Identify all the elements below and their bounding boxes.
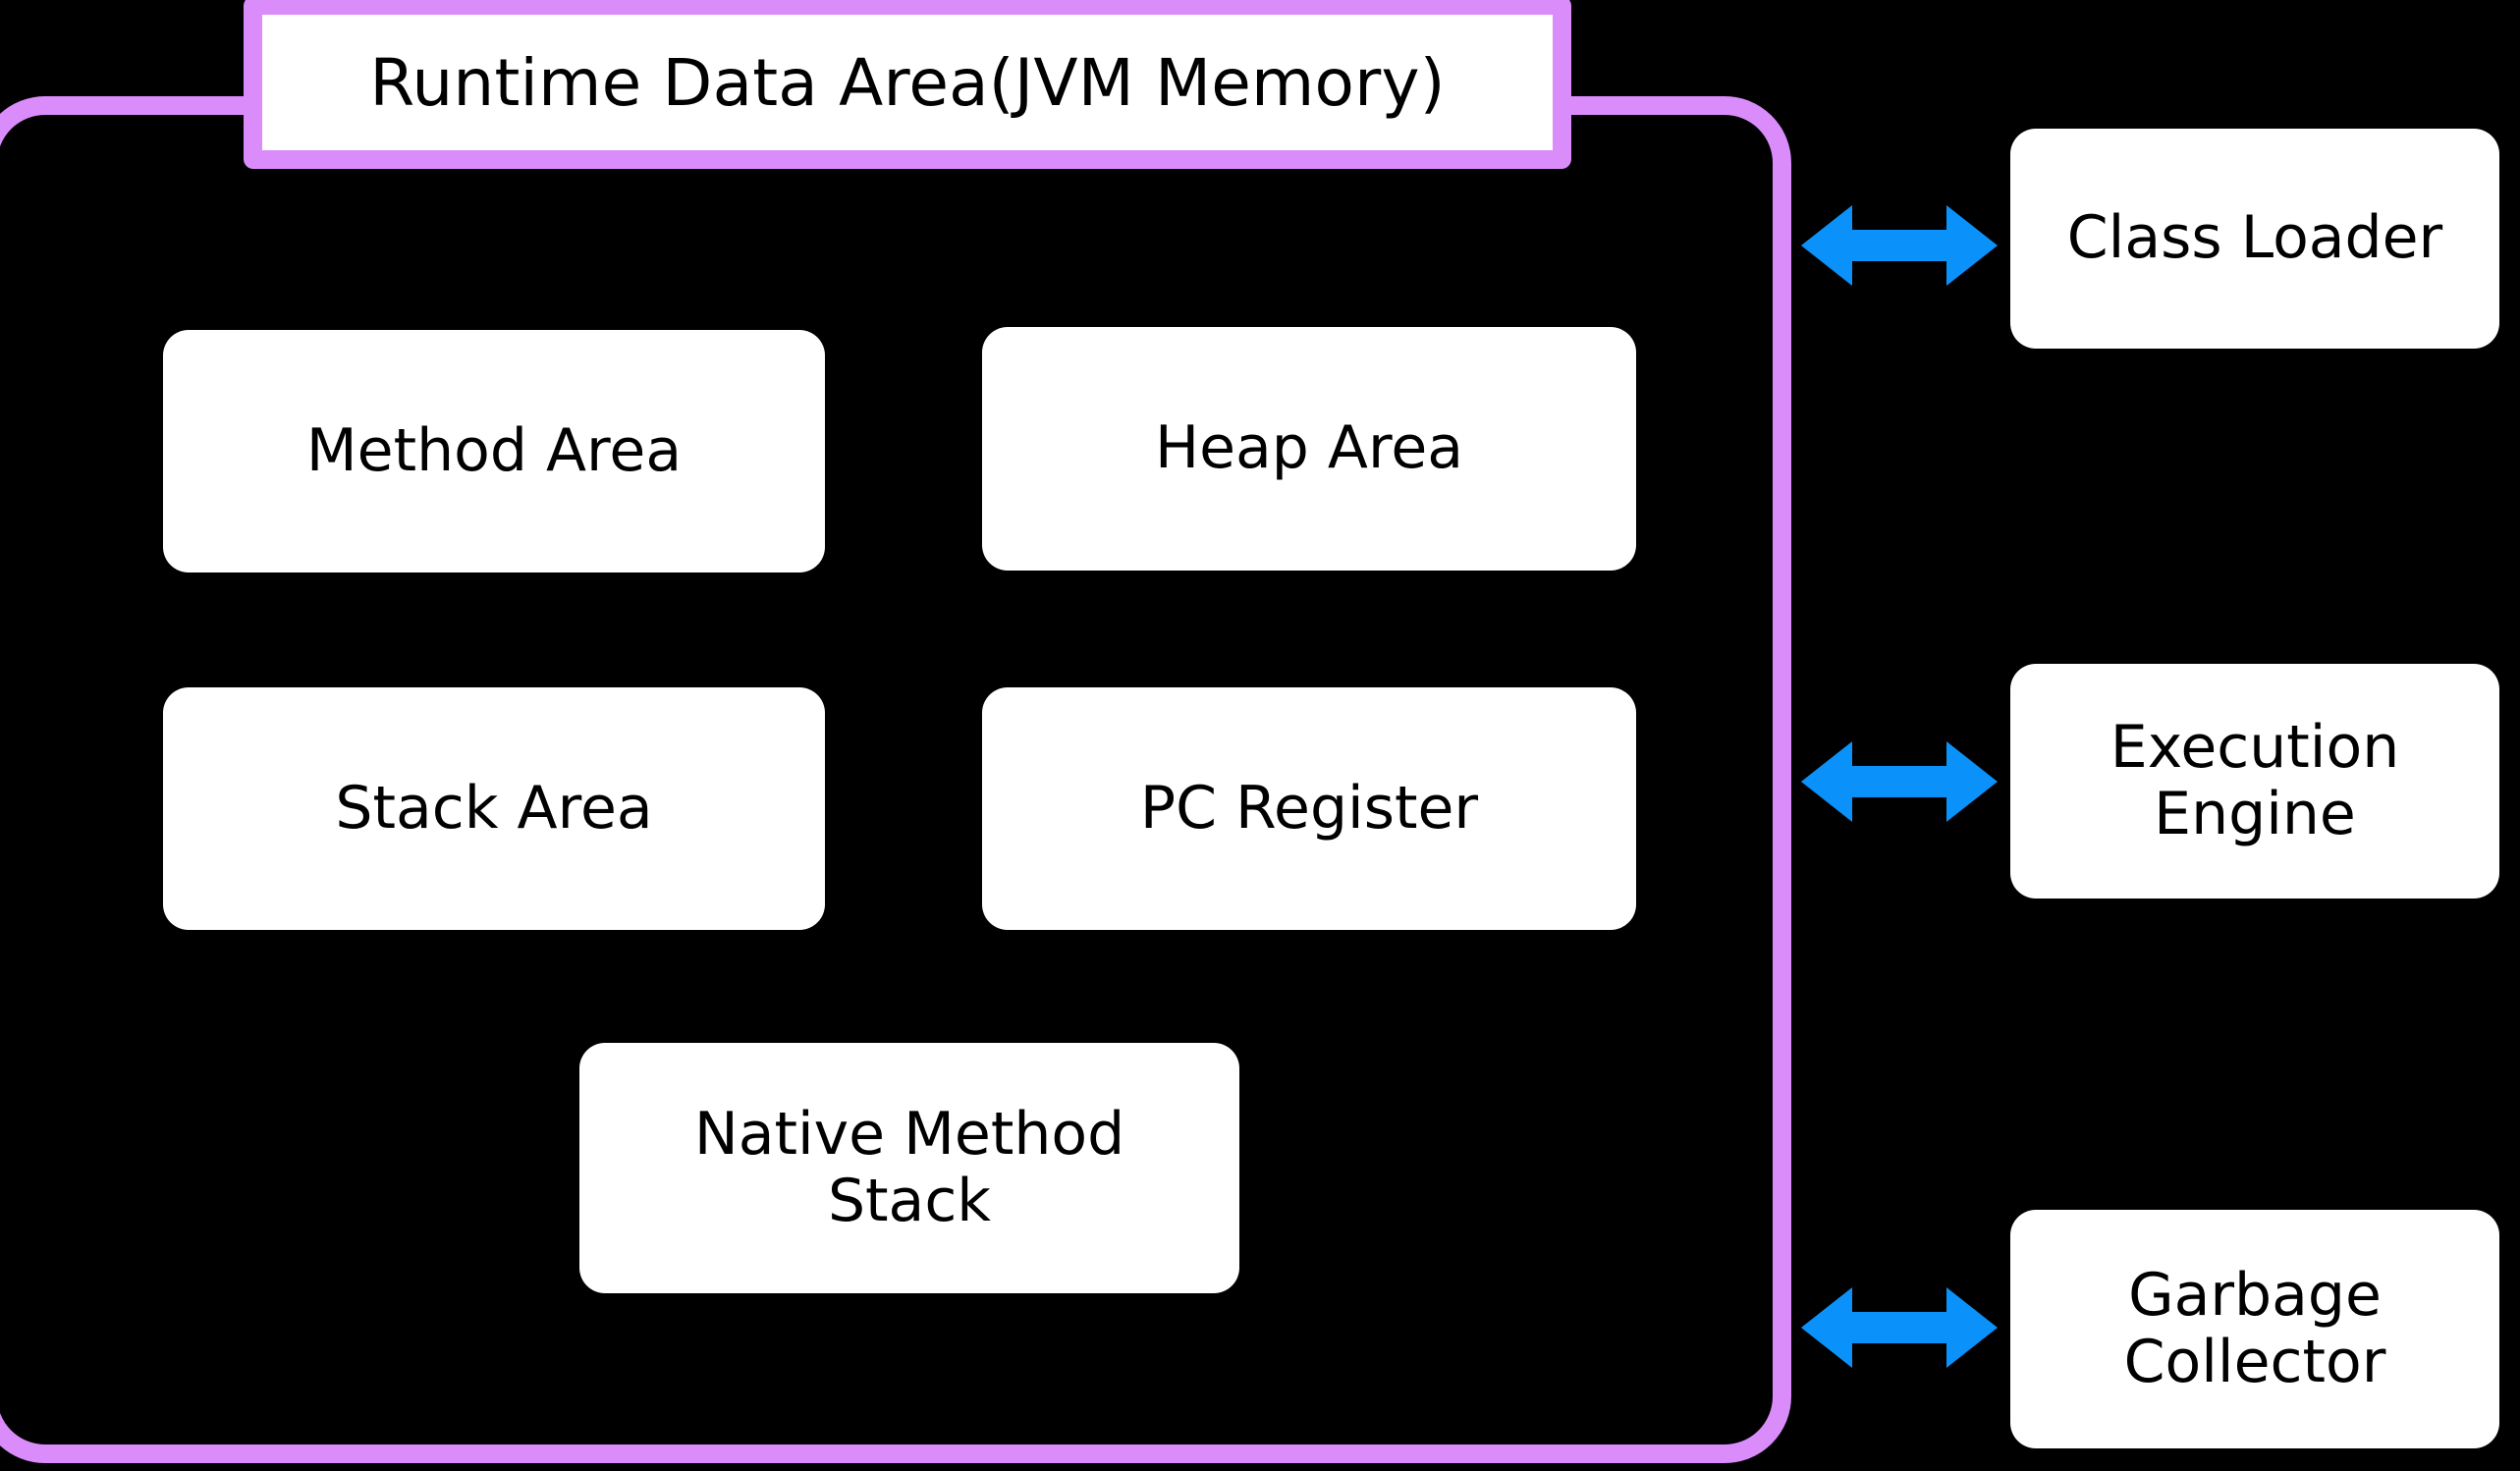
memory-region-label: PC Register [1139,773,1479,843]
component-label: Execution Engine [2109,713,2400,848]
component-garbage-collector: Garbage Collector [2010,1210,2499,1448]
component-label: Class Loader [2066,203,2443,273]
memory-region-method-area: Method Area [163,330,825,572]
memory-region-native-method-stack: Native Method Stack [579,1043,1239,1293]
memory-region-heap-area: Heap Area [982,327,1636,571]
component-class-loader: Class Loader [2010,129,2499,349]
component-label: Garbage Collector [2123,1261,2386,1396]
memory-region-label: Heap Area [1154,413,1464,483]
runtime-data-area-title-box: Runtime Data Area(JVM Memory) [244,0,1571,169]
memory-region-label: Stack Area [335,773,653,843]
bidirectional-arrow-icon [1801,194,1998,297]
memory-region-label: Native Method Stack [693,1100,1125,1235]
memory-region-pc-register: PC Register [982,687,1636,930]
bidirectional-arrow-icon [1801,731,1998,833]
page-title: Runtime Data Area(JVM Memory) [369,44,1446,121]
bidirectional-arrow-icon [1801,1277,1998,1379]
memory-region-stack-area: Stack Area [163,687,825,930]
component-execution-engine: Execution Engine [2010,664,2499,899]
memory-region-label: Method Area [305,415,683,485]
